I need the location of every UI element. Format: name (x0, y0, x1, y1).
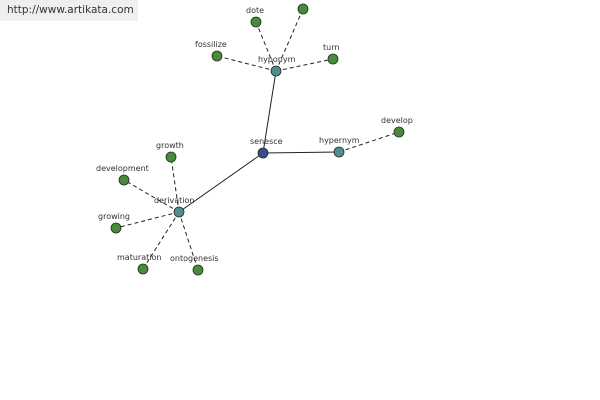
word-growing-label[interactable]: growing (98, 212, 130, 221)
edge-hyponym-offscreen (275, 8, 304, 72)
word-fossilize-label[interactable]: fossilize (195, 40, 227, 49)
graph-edges (115, 8, 400, 271)
word-turn-label[interactable]: turn (323, 43, 339, 52)
node-senesce-label[interactable]: senesce (250, 137, 283, 146)
word-development-node[interactable] (118, 174, 130, 186)
word-growth-node[interactable] (165, 151, 177, 163)
word-offscreen-node[interactable] (297, 3, 309, 15)
word-turn-node[interactable] (327, 53, 339, 65)
graph-nodes (110, 3, 405, 276)
edge-hyponym-turn (275, 58, 334, 72)
relation-hyponym-node[interactable] (270, 65, 282, 77)
edge-derivation-ontogenesis (178, 211, 199, 271)
word-growth-label[interactable]: growth (156, 141, 184, 150)
site-url-banner[interactable]: http://www.artikata.com (0, 0, 138, 21)
node-senesce-node[interactable] (257, 147, 269, 159)
word-maturation-node[interactable] (137, 263, 149, 275)
relation-hypernym-node[interactable] (333, 146, 345, 158)
edge-senesce-derivation (178, 152, 264, 213)
graph-labels: senesce hyponym dote fossilize turn hypernym d… (96, 6, 413, 263)
word-develop-node[interactable] (393, 126, 405, 138)
edge-derivation-growing (115, 211, 180, 229)
word-growing-node[interactable] (110, 222, 122, 234)
word-dote-label[interactable]: dote (246, 6, 264, 15)
word-ontogenesis-label[interactable]: ontogenesis (170, 254, 219, 263)
relation-hyponym-label[interactable]: hyponym (258, 55, 296, 64)
relation-derivation-node[interactable] (173, 206, 185, 218)
word-development-label[interactable]: development (96, 164, 149, 173)
word-develop-label[interactable]: develop (381, 116, 413, 125)
word-maturation-label[interactable]: maturation (117, 253, 161, 262)
edge-derivation-growth (170, 156, 180, 213)
word-dote-node[interactable] (250, 16, 262, 28)
edge-derivation-development (123, 179, 180, 213)
word-fossilize-node[interactable] (211, 50, 223, 62)
edge-senesce-hyponym (262, 70, 277, 154)
edge-derivation-maturation (142, 211, 180, 270)
edge-hyponym-fossilize (216, 55, 277, 72)
edge-hyponym-dote (255, 21, 277, 72)
relation-derivation-label[interactable]: derivation (154, 196, 194, 205)
relation-hypernym-label[interactable]: hypernym (319, 136, 360, 145)
edge-hypernym-develop (338, 131, 400, 153)
word-ontogenesis-node[interactable] (192, 264, 204, 276)
edge-senesce-hypernym (262, 151, 340, 154)
